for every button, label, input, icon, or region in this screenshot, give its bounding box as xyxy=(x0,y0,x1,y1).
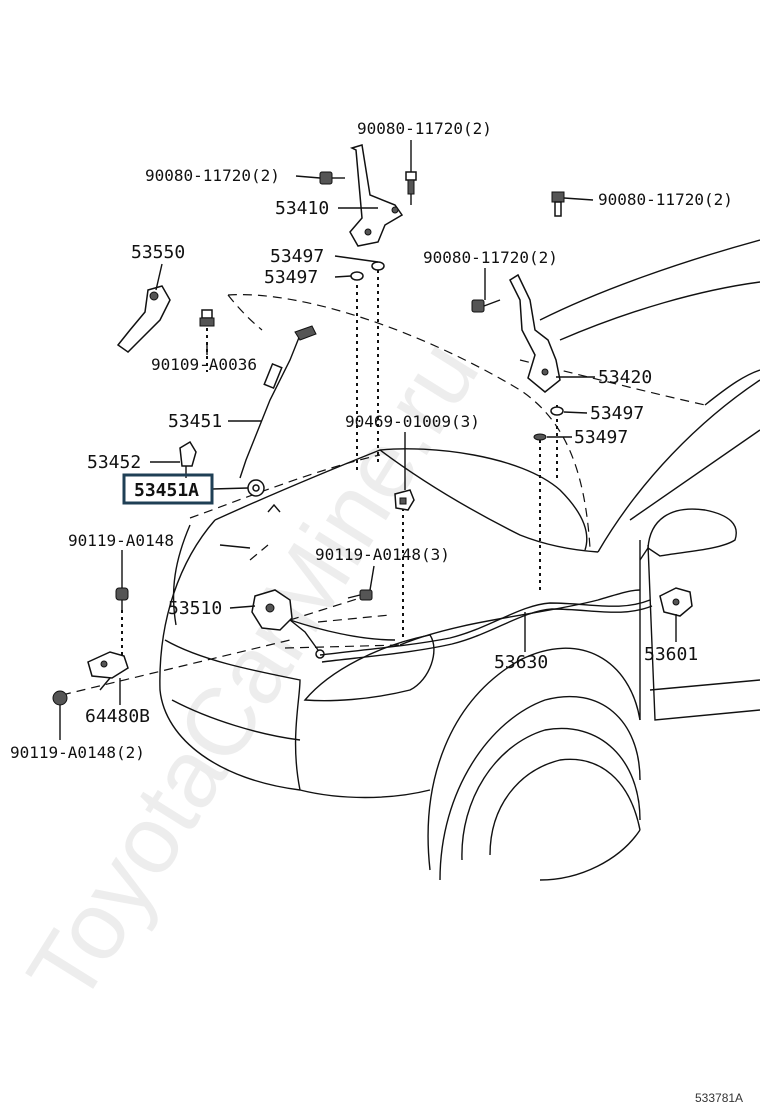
hood-release-lever[interactable] xyxy=(659,587,693,617)
hood-release-cable[interactable] xyxy=(319,599,653,663)
document-id: 533781A xyxy=(695,1091,743,1105)
bolt-icon-90119-lock xyxy=(347,589,373,601)
label-90080-11720-left[interactable]: 90080-11720(2) xyxy=(145,166,280,185)
bolt-icon-hinge-right-top xyxy=(551,191,565,217)
label-90119-a0148-3[interactable]: 90119-A0148(3) xyxy=(315,545,450,564)
hood-lock-assembly[interactable] xyxy=(251,589,325,659)
label-64480b[interactable]: 64480B xyxy=(85,706,150,727)
label-90119-a0148-2[interactable]: 90119-A0148(2) xyxy=(10,743,145,762)
label-53550[interactable]: 53550 xyxy=(131,242,185,263)
label-53630[interactable]: 53630 xyxy=(494,652,548,673)
label-90080-11720-top[interactable]: 90080-11720(2) xyxy=(357,119,492,138)
leader-lines xyxy=(59,140,677,740)
bolt-icon-90119-bracket xyxy=(52,690,68,706)
label-90080-11720-right[interactable]: 90080-11720(2) xyxy=(598,190,733,209)
bolt-icon-hinge-left-side xyxy=(319,171,345,185)
label-90080-11720-mid[interactable]: 90080-11720(2) xyxy=(423,248,558,267)
label-53497-b[interactable]: 53497 xyxy=(264,267,318,288)
bolt-icon-hinge-right-side xyxy=(471,299,501,313)
washer-icon-right xyxy=(533,406,564,441)
label-53497-a[interactable]: 53497 xyxy=(270,246,324,267)
lock-bracket[interactable] xyxy=(87,651,129,691)
label-90469-01009[interactable]: 90469-01009(3) xyxy=(345,412,480,431)
hood-hinge-right[interactable] xyxy=(509,273,561,393)
vehicle-outline xyxy=(159,239,760,881)
label-53420[interactable]: 53420 xyxy=(598,367,652,388)
label-53497-d[interactable]: 53497 xyxy=(574,427,628,448)
label-53510[interactable]: 53510 xyxy=(168,598,222,619)
label-53451a[interactable]: 53451A xyxy=(134,480,199,501)
label-53601[interactable]: 53601 xyxy=(644,644,698,665)
label-53452[interactable]: 53452 xyxy=(87,452,141,473)
hood-support-rod[interactable] xyxy=(239,325,317,479)
label-53497-c[interactable]: 53497 xyxy=(590,403,644,424)
bolt-icon-90109 xyxy=(199,309,215,327)
label-90109-a0036[interactable]: 90109-A0036 xyxy=(151,355,257,374)
label-53451[interactable]: 53451 xyxy=(168,411,222,432)
part-labels: 90080-11720(2) 90080-11720(2) 53410 9008… xyxy=(10,119,733,762)
hood-hinge-left[interactable] xyxy=(349,144,404,247)
highlight-box xyxy=(122,473,214,505)
bolt-icon-90119-left xyxy=(115,587,129,610)
rod-holder-clip[interactable] xyxy=(179,440,197,478)
bolt-icon-hinge-left-top xyxy=(405,171,417,205)
label-53410[interactable]: 53410 xyxy=(275,198,329,219)
rod-grommet[interactable] xyxy=(247,479,265,497)
hood-lock-lever[interactable] xyxy=(116,285,171,353)
label-90119-a0148[interactable]: 90119-A0148 xyxy=(68,531,174,550)
rod-bracket-mark xyxy=(267,503,281,513)
clip-icon-90469 xyxy=(394,489,415,511)
washer-icon-left xyxy=(350,261,385,281)
